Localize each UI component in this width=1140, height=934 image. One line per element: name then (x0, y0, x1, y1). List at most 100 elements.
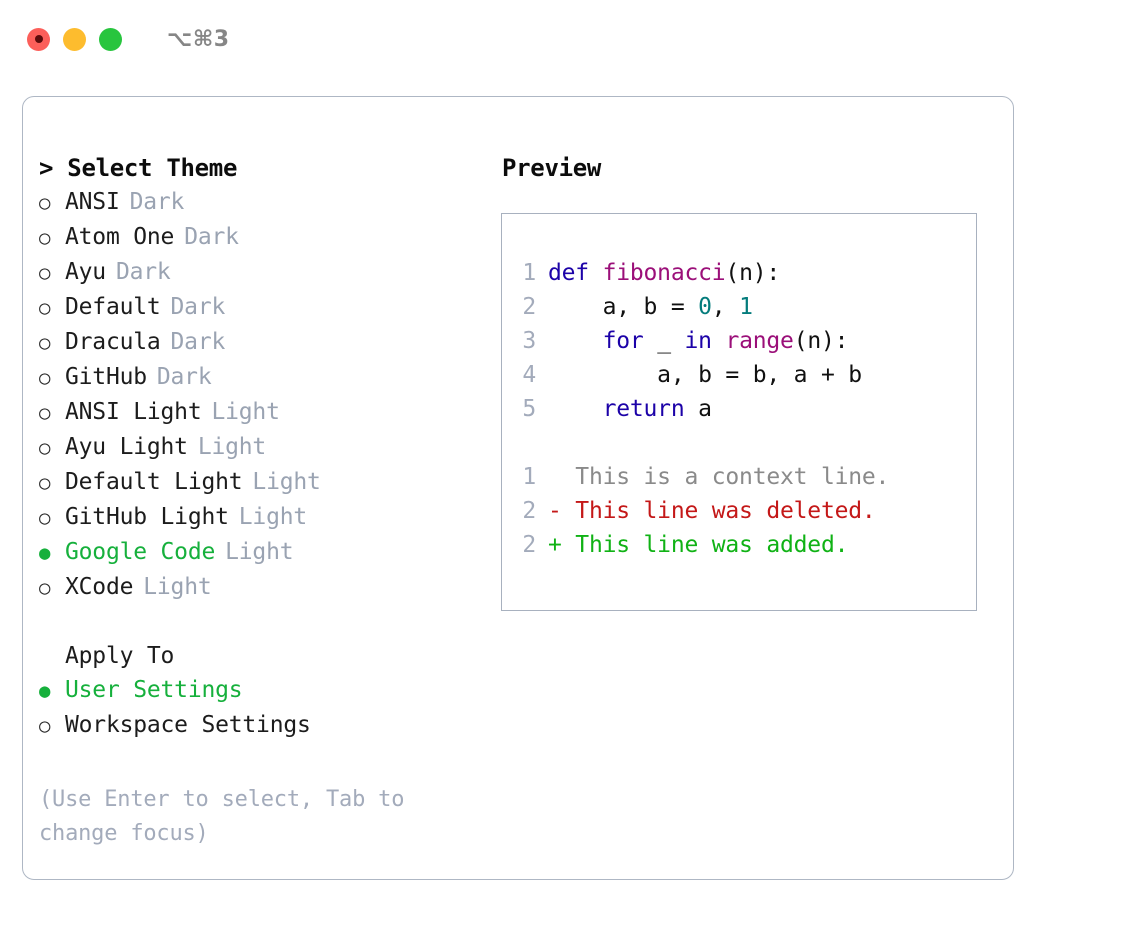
radio-unselected-icon[interactable]: ○ (39, 227, 51, 249)
diff-line: 2+ This line was added. (502, 528, 976, 562)
radio-unselected-icon[interactable]: ○ (39, 507, 51, 529)
theme-option-row[interactable]: ○ Atom One Dark (39, 220, 501, 255)
radio-selected-icon[interactable]: ● (39, 542, 51, 564)
title-bar: ⌥⌘3 (0, 0, 1140, 78)
radio-unselected-icon[interactable]: ○ (39, 437, 51, 459)
code-token-plain (712, 328, 726, 354)
diff-line-number: 2 (522, 498, 536, 524)
radio-selected-icon[interactable]: ● (39, 680, 51, 702)
hint-spacer (39, 743, 501, 783)
code-line: 4 a, b = b, a + b (502, 358, 976, 392)
code-token-kw: in (684, 328, 712, 354)
code-token-plain: a, b = b, a + b (548, 362, 862, 388)
theme-variant-tag: Dark (156, 364, 212, 390)
apply-to-heading: Apply To (65, 643, 175, 669)
theme-option-label: Atom One (65, 224, 175, 250)
code-line: 1 def fibonacci(n): (502, 256, 976, 290)
radio-unselected-icon[interactable]: ○ (39, 332, 51, 354)
code-token-kw: for (602, 328, 644, 354)
radio-unselected-icon[interactable]: ○ (39, 297, 51, 319)
preview-heading: Preview (502, 154, 602, 182)
code-token-plain: _ (643, 328, 685, 354)
theme-option-label: ANSI Light (65, 399, 202, 425)
apply-to-list: ● User Settings ○ Workspace Settings (39, 673, 501, 743)
close-button[interactable] (27, 27, 50, 51)
keyboard-hint-text: (Use Enter to select, Tab to change focu… (39, 787, 418, 846)
theme-option-row[interactable]: ○ Dracula Dark (39, 325, 501, 360)
apply-to-option-label: Workspace Settings (65, 712, 311, 738)
line-number: 2 (522, 294, 536, 320)
apply-to-option-label: User Settings (65, 677, 243, 703)
radio-unselected-icon[interactable]: ○ (39, 577, 51, 599)
theme-option-row[interactable]: ○ GitHub Light Light (39, 500, 501, 535)
theme-option-label: Default (65, 294, 161, 320)
code-token-plain: a, b = (548, 294, 699, 320)
theme-variant-tag: Light (238, 504, 308, 530)
diff-line-text-del: - This line was deleted. (548, 498, 876, 524)
code-token-fn: range (725, 328, 794, 354)
maximize-button[interactable] (99, 27, 122, 51)
code-line-text: a, b = 0, 1 (548, 290, 753, 324)
line-number: 4 (522, 362, 536, 388)
code-line-text: for _ in range(n): (548, 324, 849, 358)
diff-sample: 1 This is a context line. 2 - This line wa… (502, 460, 976, 562)
code-token-plain: (n): (793, 328, 849, 354)
apply-to-option-row[interactable]: ○ Workspace Settings (39, 708, 501, 743)
code-line-text: return a (548, 392, 712, 426)
theme-variant-tag: Dark (170, 294, 226, 320)
minimize-button[interactable] (63, 27, 86, 51)
radio-unselected-icon[interactable]: ○ (39, 262, 51, 284)
radio-unselected-icon[interactable]: ○ (39, 402, 51, 424)
theme-variant-tag: Light (225, 539, 294, 565)
line-number: 3 (522, 328, 536, 354)
line-number: 5 (522, 396, 536, 422)
code-token-kw: return (602, 396, 685, 422)
theme-option-row[interactable]: ○ GitHub Dark (39, 360, 501, 395)
code-line-text: def fibonacci(n): (548, 256, 780, 290)
code-line: 5 return a (502, 392, 976, 426)
code-token-plain: (n): (725, 260, 781, 286)
code-line: 3 for _ in range(n): (502, 324, 976, 358)
code-line: 2 a, b = 0, 1 (502, 290, 976, 324)
theme-option-label: Dracula (65, 329, 161, 355)
section-spacer (39, 605, 501, 639)
radio-unselected-icon[interactable]: ○ (39, 367, 51, 389)
theme-variant-tag: Dark (170, 329, 226, 355)
line-number: 1 (522, 260, 536, 286)
diff-line-text-add: + This line was added. (548, 532, 849, 558)
theme-option-label: ANSI (65, 189, 120, 215)
diff-line: 1 This is a context line. (502, 460, 976, 494)
code-token-plain: a (684, 396, 712, 422)
theme-option-label: GitHub (65, 364, 147, 390)
theme-option-label: XCode (65, 574, 134, 600)
theme-variant-tag: Light (211, 399, 280, 425)
radio-unselected-icon[interactable]: ○ (39, 192, 51, 214)
theme-option-row[interactable]: ○ ANSI Dark (39, 185, 501, 220)
theme-option-row[interactable]: ○ Default Dark (39, 290, 501, 325)
radio-unselected-icon[interactable]: ○ (39, 715, 51, 737)
code-diff-spacer (502, 426, 976, 460)
theme-option-row[interactable]: ○ ANSI Light Light (39, 395, 501, 430)
theme-variant-tag: Dark (184, 224, 239, 250)
apply-to-option-row[interactable]: ● User Settings (39, 673, 501, 708)
code-token-num: 0 (698, 294, 712, 320)
code-token-plain (548, 328, 603, 354)
theme-option-label: GitHub Light (65, 504, 229, 530)
theme-variant-tag: Dark (129, 189, 185, 215)
theme-variant-tag: Dark (115, 259, 171, 285)
window-controls (27, 27, 122, 51)
theme-variant-tag: Light (252, 469, 321, 495)
radio-unselected-icon[interactable]: ○ (39, 472, 51, 494)
